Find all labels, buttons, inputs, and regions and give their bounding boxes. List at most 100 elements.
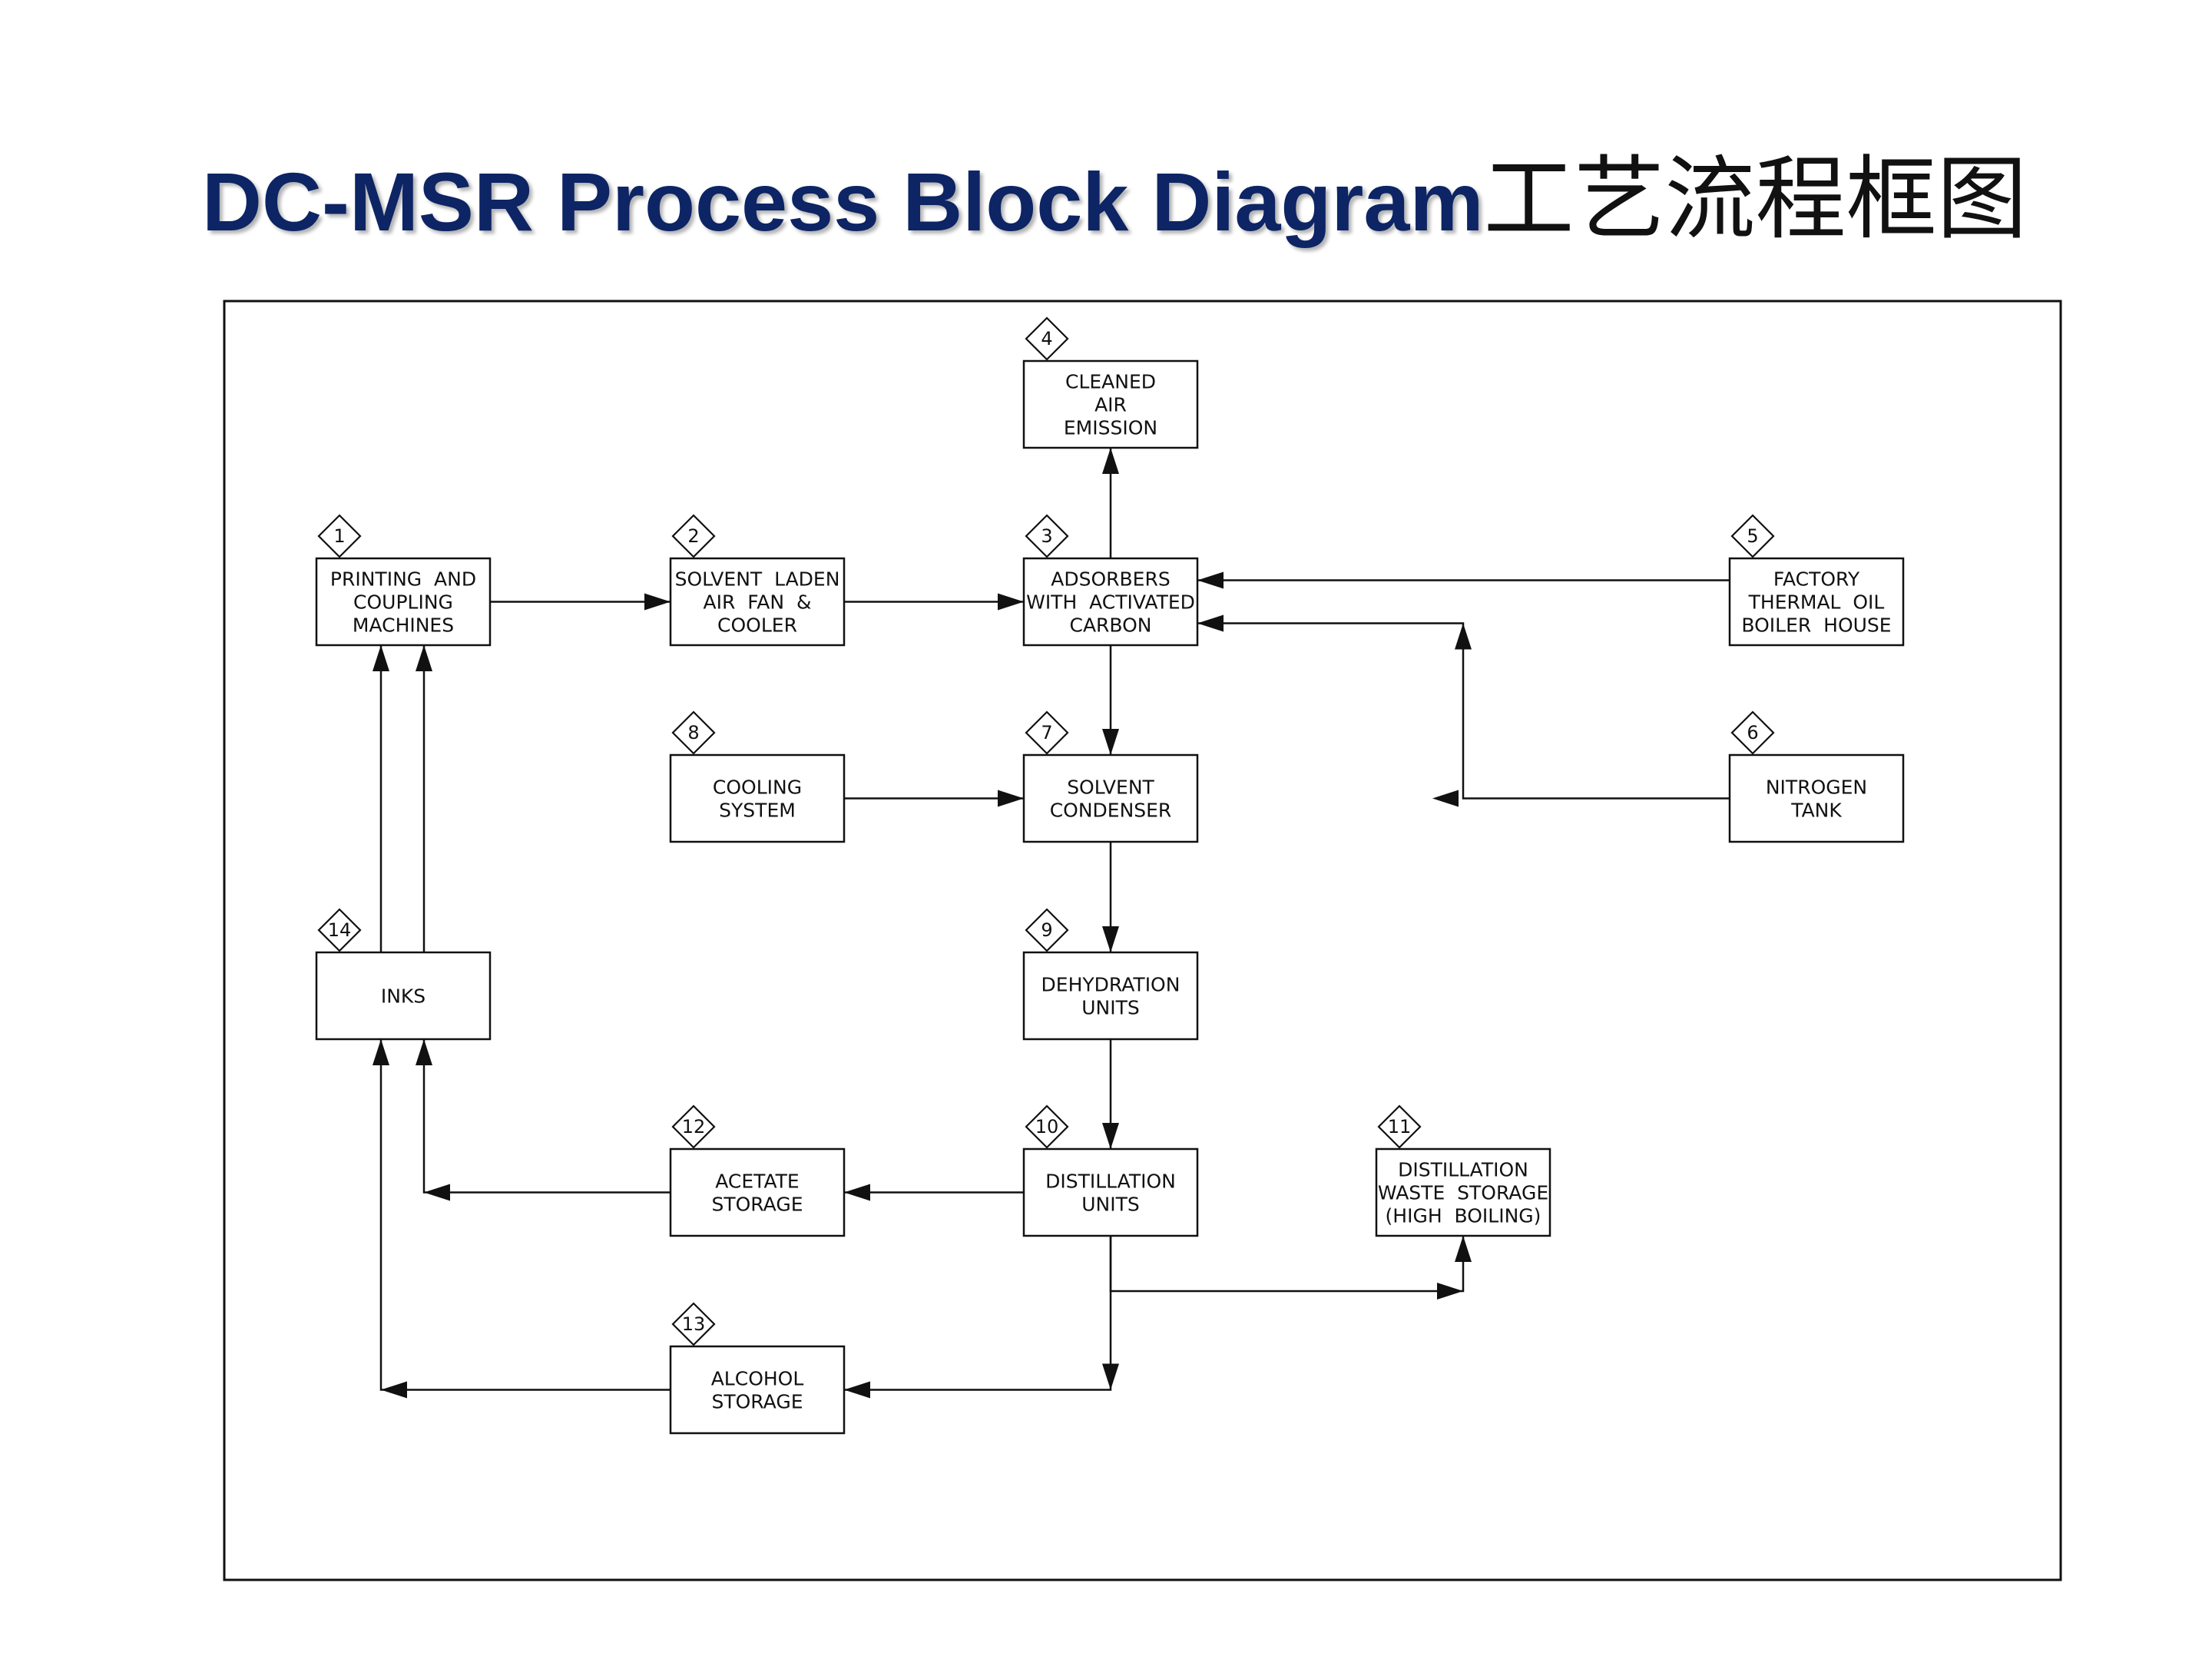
number-diamond xyxy=(1377,1104,1422,1149)
number-diamond xyxy=(671,514,716,558)
block-label-line: ACETATE xyxy=(715,1171,799,1193)
arrowhead xyxy=(844,1184,870,1201)
number-diamond xyxy=(317,908,362,952)
block-rect xyxy=(669,557,846,647)
connector-line xyxy=(1197,622,1730,800)
connector-6-3 xyxy=(1197,614,1730,800)
block-label-line: AIR FAN & xyxy=(703,591,811,614)
block-label-line: WASTE STORAGE xyxy=(1378,1182,1548,1204)
page-title: DC-MSR Process Block Diagram工艺流程框图 xyxy=(202,154,2028,244)
arrowhead xyxy=(1455,1236,1472,1262)
connector-2-3 xyxy=(844,593,1024,611)
block-rect xyxy=(1022,951,1199,1041)
arrowhead xyxy=(1102,729,1119,755)
number-diamond xyxy=(1025,908,1069,952)
block-label-line: UNITS xyxy=(1081,1194,1140,1216)
connector-1-2 xyxy=(490,593,671,611)
block-rect xyxy=(1728,753,1905,843)
block-number-tag: 3 xyxy=(1025,514,1069,558)
block-label-line: STORAGE xyxy=(711,1194,803,1216)
block-number: 3 xyxy=(1041,525,1052,547)
arrowhead xyxy=(416,1039,432,1065)
connector-14-1 xyxy=(373,645,389,952)
arrowhead xyxy=(416,645,432,671)
block-number: 7 xyxy=(1041,722,1052,743)
arrowhead xyxy=(1437,1283,1463,1300)
block-label-line: EMISSION xyxy=(1064,417,1157,439)
block-number: 8 xyxy=(687,722,699,743)
connector-5-3 xyxy=(1197,571,1730,589)
block-label-line: WITH ACTIVATED xyxy=(1026,591,1195,614)
arrowhead xyxy=(998,593,1024,611)
arrowhead xyxy=(1432,790,1459,807)
connector-midarrow-0 xyxy=(1432,790,1459,807)
block-number-tag: 14 xyxy=(317,908,362,952)
connector-midarrow-3 xyxy=(424,1184,450,1201)
arrowhead xyxy=(1197,614,1224,632)
block-label-line: THERMAL OIL xyxy=(1748,591,1885,614)
block-label-line: COOLER xyxy=(717,614,797,637)
connector-10-13 xyxy=(844,1236,1112,1399)
block-label-line: DEHYDRATION xyxy=(1041,974,1181,996)
arrowhead xyxy=(1102,448,1119,474)
block-label-line: AIR xyxy=(1094,394,1127,416)
block-label-line: SYSTEM xyxy=(719,800,796,822)
connector-7-9 xyxy=(1102,842,1119,952)
block-rect xyxy=(1022,359,1199,449)
arrowhead xyxy=(373,645,389,671)
diagram-frame xyxy=(223,300,2062,1581)
arrowhead xyxy=(1197,571,1224,589)
block-rect xyxy=(315,557,492,647)
block-rect xyxy=(669,1147,846,1237)
block-label-line: CONDENSER xyxy=(1050,800,1172,822)
connector-14-1b xyxy=(416,645,432,952)
block-number-tag: 11 xyxy=(1377,1104,1422,1149)
title-chinese: 工艺流程框图 xyxy=(1483,146,2028,252)
block-number-tag: 10 xyxy=(1025,1104,1069,1149)
connector-10-11 xyxy=(1109,1236,1472,1293)
block-number-tag: 7 xyxy=(1025,710,1069,755)
connector-midarrow-5 xyxy=(1102,1363,1119,1390)
block-number: 10 xyxy=(1035,1116,1059,1137)
block-label-line: CARBON xyxy=(1069,614,1151,637)
block-number-tag: 4 xyxy=(1025,316,1069,361)
block-number-tag: 8 xyxy=(671,710,716,755)
block-label-line: ALCOHOL xyxy=(711,1368,804,1390)
connector-midarrow-4 xyxy=(381,1381,407,1399)
number-diamond xyxy=(671,710,716,755)
block-label-line: COUPLING xyxy=(353,591,453,614)
block-rect xyxy=(1728,557,1905,647)
arrowhead xyxy=(424,1184,450,1201)
connectors xyxy=(373,448,1730,1399)
block-label-line: SOLVENT LADEN xyxy=(675,568,840,591)
block-number: 2 xyxy=(687,525,699,547)
connector-9-10 xyxy=(1102,1039,1119,1149)
block-number-tag: 6 xyxy=(1730,710,1775,755)
arrowhead xyxy=(1455,623,1472,650)
number-diamond xyxy=(1025,316,1069,361)
block-number: 14 xyxy=(328,919,352,941)
block-number-tag: 1 xyxy=(317,514,362,558)
arrowhead xyxy=(1102,1123,1119,1149)
number-diamond xyxy=(671,1104,716,1149)
block-number-tag: 2 xyxy=(671,514,716,558)
block-rect xyxy=(1022,1147,1199,1237)
block-rect xyxy=(1022,753,1199,843)
block-number-tag: 12 xyxy=(671,1104,716,1149)
block-rect xyxy=(669,753,846,843)
block-label-line: STORAGE xyxy=(711,1391,803,1413)
connector-13-14 xyxy=(373,1039,671,1391)
block-number: 11 xyxy=(1388,1116,1412,1137)
number-diamond xyxy=(671,1302,716,1346)
block-number-tag: 5 xyxy=(1730,514,1775,558)
arrowhead xyxy=(998,790,1024,807)
